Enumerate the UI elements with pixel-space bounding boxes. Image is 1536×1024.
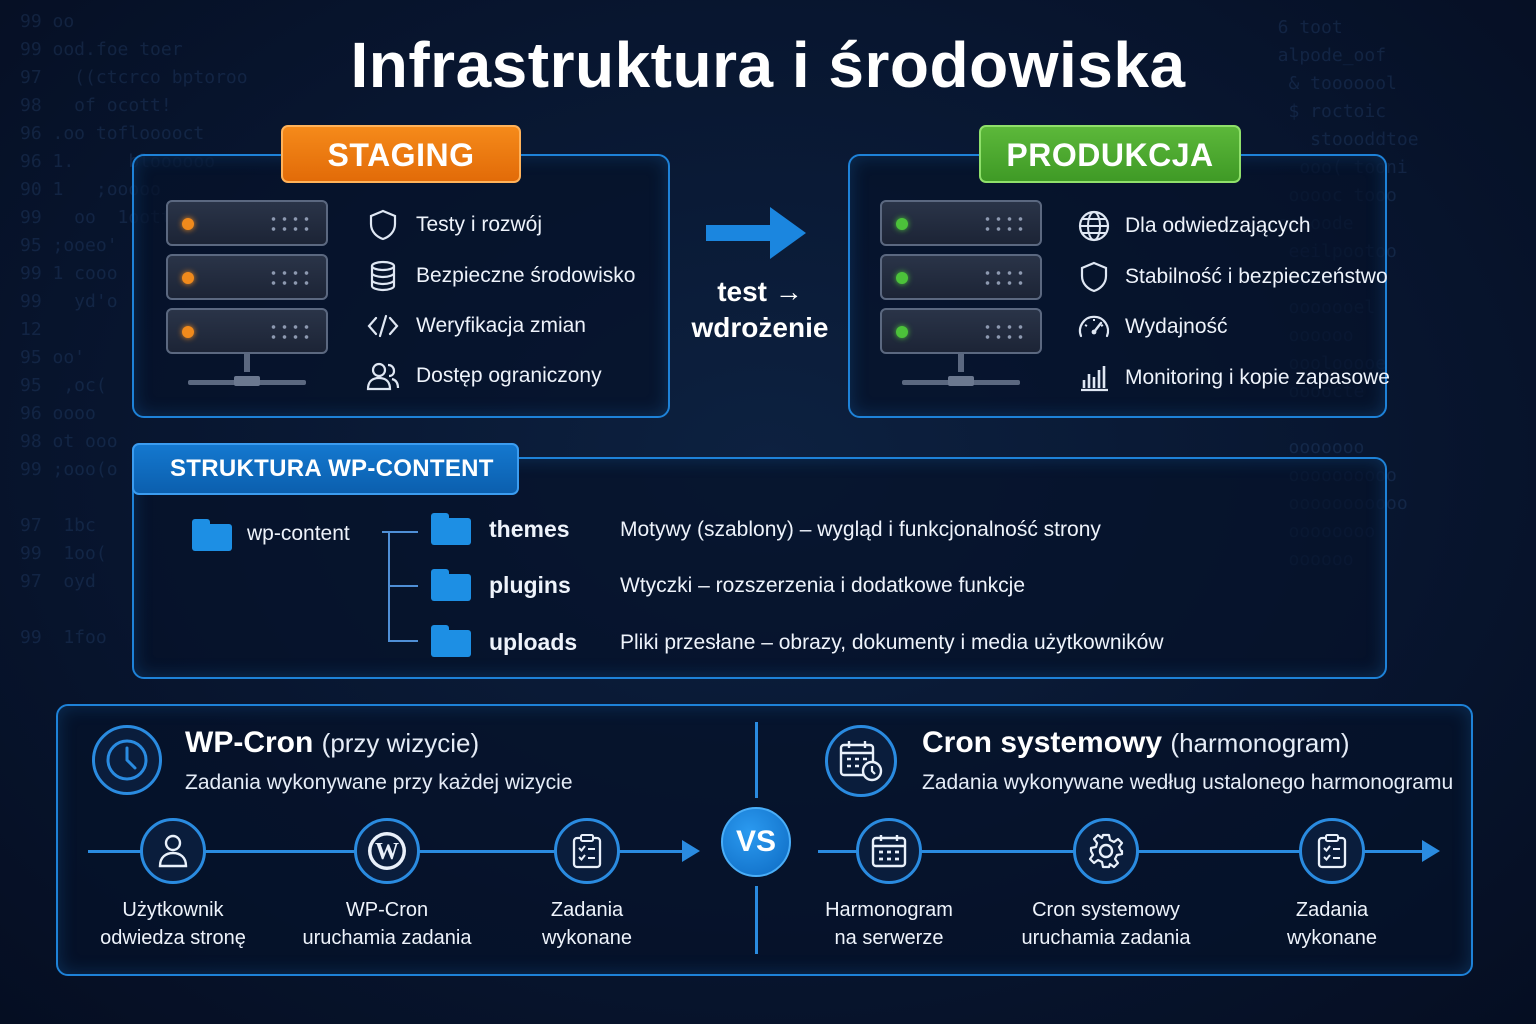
wpcron-desc: Zadania wykonywane przy każdej wizycie	[185, 771, 573, 794]
deploy-arrow-icon	[704, 205, 808, 266]
status-led	[896, 326, 908, 338]
divider-line	[755, 722, 758, 798]
code-icon	[366, 309, 400, 343]
calendar-icon	[856, 818, 922, 884]
user-icon	[140, 818, 206, 884]
folder-icon	[192, 519, 232, 551]
folder-name-themes: themes	[489, 516, 570, 542]
systemcron-title: Cron systemowy (harmonogram)	[922, 726, 1350, 759]
staging-server-icon	[166, 200, 328, 386]
production-feature: Dla odwiedzających	[1077, 208, 1311, 244]
status-led	[896, 218, 908, 230]
arrow-right-icon	[1422, 840, 1440, 862]
staging-feature: Weryfikacja zmian	[366, 308, 586, 344]
database-icon	[366, 259, 400, 293]
status-led	[182, 218, 194, 230]
server-unit	[880, 254, 1042, 300]
folder-icon	[431, 513, 471, 545]
wp-content-root: wp-content	[247, 522, 350, 545]
tree-connector	[388, 640, 418, 642]
wordpress-icon: W	[354, 818, 420, 884]
wpcron-title: WP-Cron (przy wizycie)	[185, 726, 480, 759]
server-unit	[166, 254, 328, 300]
shield-icon	[1077, 260, 1111, 294]
server-unit	[880, 308, 1042, 354]
production-server-icon	[880, 200, 1042, 386]
status-led	[896, 272, 908, 284]
folder-icon	[431, 569, 471, 601]
wp-content-label: STRUKTURA WP-CONTENT	[132, 443, 519, 495]
production-label: PRODUKCJA	[979, 125, 1241, 183]
server-unit	[166, 200, 328, 246]
production-feature: Wydajność	[1077, 309, 1228, 345]
background-code-left: 99 oo 99 ood.foe toer 97 ((ctcrco bptoro…	[20, 11, 248, 648]
staging-feature: Bezpieczne środowisko	[366, 258, 635, 294]
status-led	[182, 272, 194, 284]
arrow-right-icon	[682, 840, 700, 862]
folder-name-plugins: plugins	[489, 572, 571, 598]
page-title: Infrastruktura i środowiska	[350, 29, 1186, 101]
gear-icon	[1073, 818, 1139, 884]
clipboard-check-icon	[554, 818, 620, 884]
vs-badge: VS	[721, 807, 791, 877]
shield-icon	[366, 208, 400, 242]
server-unit	[166, 308, 328, 354]
staging-label: STAGING	[281, 125, 521, 183]
staging-feature: Dostęp ograniczony	[366, 358, 602, 394]
folder-desc-uploads: Pliki przesłane – obrazy, dokumenty i me…	[620, 631, 1164, 654]
folder-desc-themes: Motywy (szablony) – wygląd i funkcjonaln…	[620, 518, 1101, 541]
bar-chart-icon	[1077, 361, 1111, 395]
status-led	[182, 326, 194, 338]
divider-line	[755, 886, 758, 954]
speedometer-icon	[1077, 310, 1111, 344]
staging-feature: Testy i rozwój	[366, 207, 542, 243]
clipboard-check-icon	[1299, 818, 1365, 884]
svg-text:W: W	[375, 839, 399, 865]
clock-icon	[92, 725, 162, 795]
tree-connector	[388, 585, 418, 587]
tree-connector	[382, 531, 418, 533]
folder-icon	[431, 625, 471, 657]
deploy-label: test → wdrożenie	[691, 276, 829, 343]
folder-name-uploads: uploads	[489, 629, 578, 655]
users-icon	[366, 359, 400, 393]
calendar-clock-icon	[825, 725, 897, 797]
production-feature: Monitoring i kopie zapasowe	[1077, 360, 1390, 396]
systemcron-desc: Zadania wykonywane według ustalonego har…	[922, 771, 1454, 794]
folder-desc-plugins: Wtyczki – rozszerzenia i dodatkowe funkc…	[620, 574, 1025, 597]
production-feature: Stabilność i bezpieczeństwo	[1077, 259, 1388, 295]
globe-icon	[1077, 209, 1111, 243]
server-unit	[880, 200, 1042, 246]
